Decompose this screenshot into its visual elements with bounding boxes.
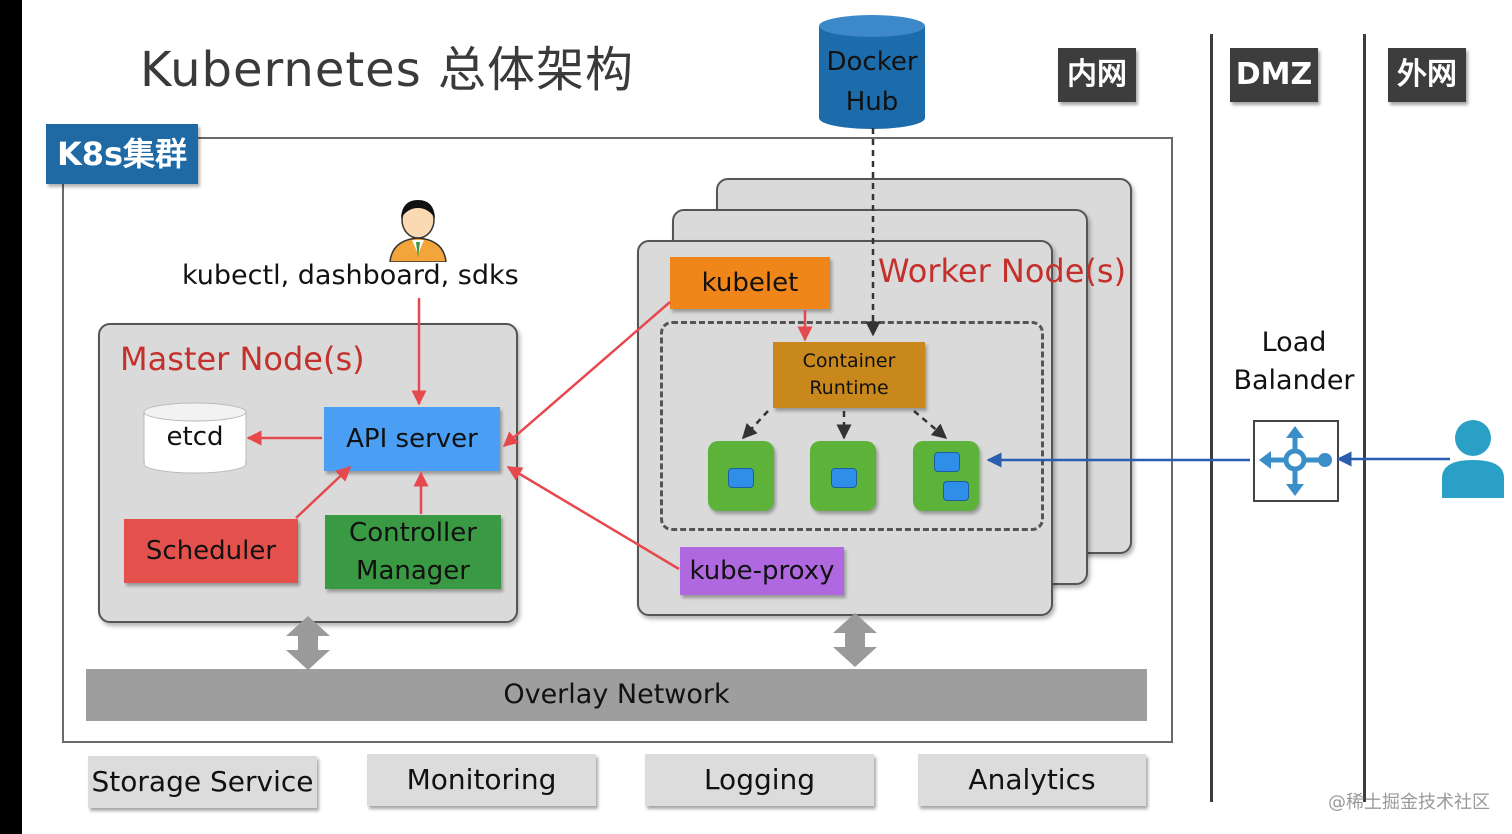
service-storage: Storage Service [88, 756, 317, 808]
kubelet-label: kubelet [701, 268, 799, 298]
page-title: Kubernetes 总体架构 [140, 42, 634, 98]
controller-manager-box: Controller Manager [325, 515, 501, 589]
kube-proxy-box: kube-proxy [680, 547, 844, 595]
container-runtime-line2: Runtime [809, 377, 889, 399]
etcd-label: etcd [166, 422, 224, 452]
pod-2-container [831, 468, 857, 488]
k8s-cluster-boundary [62, 137, 1173, 743]
pod-3-container-b [943, 481, 969, 501]
zone-tag-intranet: 内网 [1058, 48, 1136, 102]
zone-tag-internet: 外网 [1388, 48, 1466, 102]
pod-1-container [728, 468, 754, 488]
external-user-icon [1442, 420, 1504, 498]
client-tools-label: kubectl, dashboard, sdks [182, 260, 519, 291]
pod-3-container-a [934, 452, 960, 472]
k8s-cluster-tag: K8s集群 [46, 124, 198, 184]
load-balancer-icon [1259, 426, 1332, 496]
zone-divider-dmz [1210, 34, 1213, 802]
container-runtime-line1: Container [802, 350, 896, 372]
overlay-network-label: Overlay Network [503, 679, 730, 710]
pod-2 [810, 441, 876, 511]
watermark: @稀土掘金技术社区 [1328, 792, 1490, 813]
api-server-box: API server [324, 407, 500, 471]
master-node-title: Master Node(s) [120, 340, 365, 378]
controller-manager-line1: Controller [349, 518, 477, 548]
service-logging: Logging [645, 754, 874, 806]
diagram-canvas: Kubernetes 总体架构 内网 DMZ 外网 K8s集群 Docker H… [22, 0, 1512, 834]
admin-user-icon [389, 200, 447, 262]
zone-tag-dmz: DMZ [1230, 48, 1318, 102]
controller-manager-line2: Manager [356, 556, 470, 586]
load-balancer-label: Load Balander [1222, 324, 1366, 400]
kubelet-box: kubelet [670, 257, 830, 309]
load-balancer-line2: Balander [1233, 365, 1355, 396]
kube-proxy-label: kube-proxy [689, 556, 835, 586]
scheduler-label: Scheduler [145, 536, 277, 566]
load-balancer-line1: Load [1261, 327, 1327, 358]
scheduler-box: Scheduler [124, 519, 298, 583]
api-server-label: API server [346, 424, 478, 454]
worker-node-title: Worker Node(s) [878, 252, 1127, 290]
container-runtime-box: Container Runtime [773, 342, 925, 408]
docker-hub-line1: Docker [826, 47, 918, 77]
docker-hub-label: Docker Hub [816, 42, 928, 122]
docker-hub-cylinder [819, 15, 925, 129]
docker-hub-line2: Hub [845, 87, 899, 117]
load-balancer-box [1253, 420, 1339, 502]
zone-divider-internet [1363, 34, 1366, 802]
overlay-network-bar: Overlay Network [86, 669, 1147, 721]
service-monitoring: Monitoring [367, 754, 596, 806]
etcd-cylinder [143, 402, 247, 474]
pod-3 [913, 441, 979, 511]
pod-1 [708, 441, 774, 511]
service-analytics: Analytics [918, 754, 1146, 806]
